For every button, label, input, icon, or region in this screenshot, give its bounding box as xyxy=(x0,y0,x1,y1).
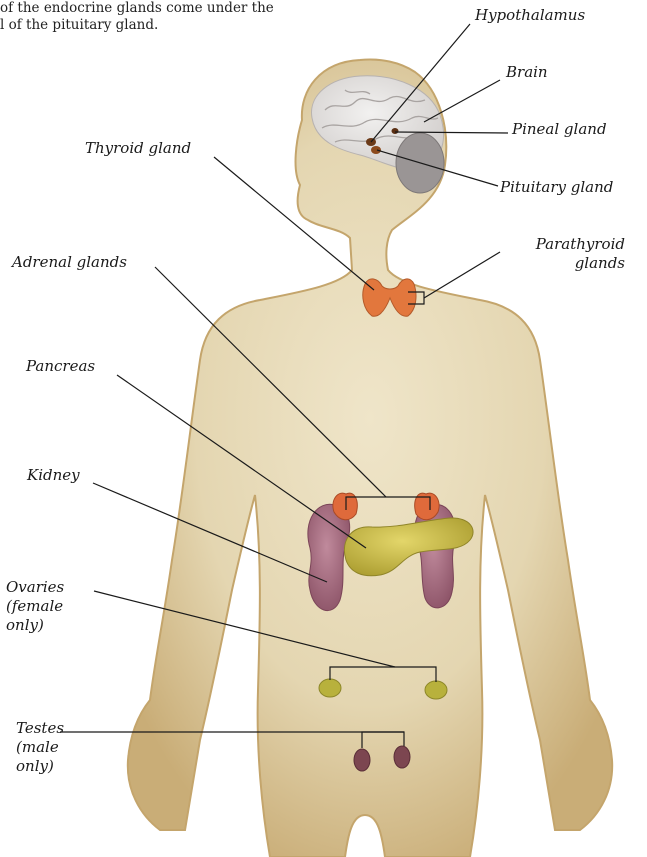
label-kidney: Kidney xyxy=(27,466,80,485)
left-testis xyxy=(354,749,370,771)
label-ovaries: Ovaries (female only) xyxy=(6,578,64,635)
label-pituitary-gland: Pituitary gland xyxy=(500,178,613,197)
label-ovaries-line-1: Ovaries xyxy=(6,578,64,597)
pineal-gland-shape xyxy=(392,128,399,134)
label-testes-line-1: Testes xyxy=(16,719,64,738)
parathyroid-leader xyxy=(424,252,500,298)
label-testes-line-3: only) xyxy=(16,757,64,776)
label-brain: Brain xyxy=(506,63,548,82)
label-pineal-gland: Pineal gland xyxy=(512,120,607,139)
label-parathyroid-line-1: Parathyroid xyxy=(490,235,625,254)
right-testis xyxy=(394,746,410,768)
label-adrenal-glands: Adrenal glands xyxy=(12,253,127,272)
right-ovary xyxy=(425,681,447,699)
label-parathyroid-glands: Parathyroid glands xyxy=(490,235,625,273)
intro-line-1: of the endocrine glands come under the xyxy=(0,0,360,17)
label-testes-line-2: (male xyxy=(16,738,64,757)
label-hypothalamus: Hypothalamus xyxy=(475,6,585,25)
label-ovaries-line-3: only) xyxy=(6,616,64,635)
label-thyroid-gland: Thyroid gland xyxy=(85,139,191,158)
intro-text: of the endocrine glands come under the l… xyxy=(0,0,360,34)
pituitary-gland-shape xyxy=(371,146,381,154)
label-pancreas: Pancreas xyxy=(26,357,95,376)
label-testes: Testes (male only) xyxy=(16,719,64,776)
intro-line-2: l of the pituitary gland. xyxy=(0,17,360,34)
label-parathyroid-line-2: glands xyxy=(490,254,625,273)
label-ovaries-line-2: (female xyxy=(6,597,64,616)
left-ovary xyxy=(319,679,341,697)
